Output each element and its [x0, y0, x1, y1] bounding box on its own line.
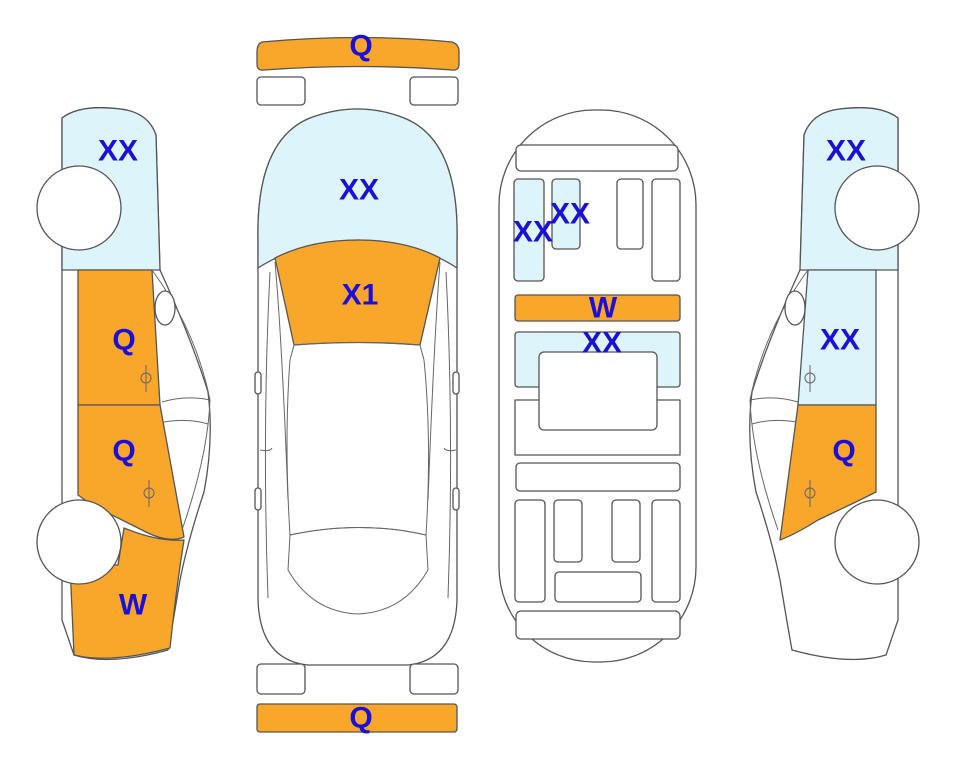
roof-rear-slot-2	[553, 499, 583, 563]
left-mirror-side	[154, 290, 176, 326]
roof-front-strip	[515, 144, 679, 172]
left-side-view	[36, 107, 211, 661]
label-roof-rack-left: XX	[513, 216, 553, 249]
label-windshield: X1	[342, 279, 379, 312]
front-bumper-panel[interactable]	[256, 36, 460, 71]
front-left-headlight	[256, 76, 306, 106]
left-a-pillar-line	[274, 261, 289, 501]
label-right-front-fender: XX	[826, 135, 866, 168]
left-mirror	[254, 371, 262, 395]
label-left-rear-quarter: W	[119, 589, 148, 622]
right-rear-handle	[804, 480, 816, 507]
roof-rack-right-panel[interactable]	[551, 178, 581, 250]
right-front-handle	[804, 365, 816, 392]
label-left-rear-door: Q	[112, 435, 135, 468]
left-front-handle	[140, 365, 152, 392]
left-window-lower	[163, 419, 209, 425]
left-window-mid	[161, 397, 211, 403]
label-roof-bar: W	[589, 292, 618, 325]
sunroof-outline	[538, 351, 658, 431]
roof-rack-left-panel[interactable]	[513, 178, 545, 282]
roof-rear-strip	[515, 610, 681, 640]
rear-window-outline	[287, 527, 429, 615]
left-front-wheel	[36, 165, 122, 251]
label-roof-rack-right: XX	[550, 198, 590, 231]
right-a-pillar-line	[427, 261, 441, 501]
left-rear-handle	[254, 487, 262, 511]
roof-rear-slot-4	[651, 499, 681, 603]
left-rear-wheel	[36, 499, 122, 585]
left-side-line	[264, 271, 271, 599]
right-rear-handle	[452, 487, 460, 511]
right-window-mid	[749, 397, 799, 403]
label-rear-bumper: Q	[349, 702, 372, 735]
right-mirror-side	[784, 290, 806, 326]
left-rear-door-panel[interactable]	[77, 404, 185, 540]
label-left-front-fender: XX	[98, 135, 138, 168]
front-right-headlight	[409, 76, 459, 106]
left-rear-quarter-panel[interactable]	[69, 527, 185, 659]
roof-bar-panel[interactable]	[514, 294, 681, 322]
top-view	[254, 36, 460, 733]
left-rear-handle	[143, 480, 155, 507]
label-hood: XX	[339, 174, 379, 207]
roof-rear-slot-3	[611, 499, 641, 563]
roof-mid-strip	[515, 462, 681, 492]
panel-labels: Q XX X1 XX XX W XX Q XX Q Q W XX XX Q	[98, 30, 866, 735]
rear-right-taillight	[409, 663, 459, 695]
roof-rear-slot-1	[514, 499, 546, 603]
left-door-gap	[259, 447, 273, 452]
roof-view	[498, 109, 697, 663]
label-front-bumper: Q	[349, 30, 372, 63]
right-rear-wheel	[834, 499, 920, 585]
roof-rear-small-strip	[554, 571, 642, 603]
label-left-front-door: Q	[112, 324, 135, 357]
label-right-front-door: XX	[820, 324, 860, 357]
rear-left-taillight	[256, 663, 306, 695]
roof-frame-lines	[514, 399, 681, 456]
right-side-view	[749, 107, 920, 661]
roof-rail-slot-3	[616, 178, 644, 250]
right-mirror	[452, 371, 460, 395]
right-window-lower	[751, 419, 797, 425]
right-side-line	[445, 271, 452, 599]
roof-rail-slot-4	[651, 178, 681, 282]
label-roof-panel: XX	[582, 327, 622, 360]
rear-bumper-panel[interactable]	[256, 703, 458, 733]
right-rear-door-panel[interactable]	[779, 404, 877, 541]
right-door-gap	[443, 447, 457, 452]
label-right-rear-door: Q	[832, 435, 855, 468]
right-front-wheel	[834, 165, 920, 251]
